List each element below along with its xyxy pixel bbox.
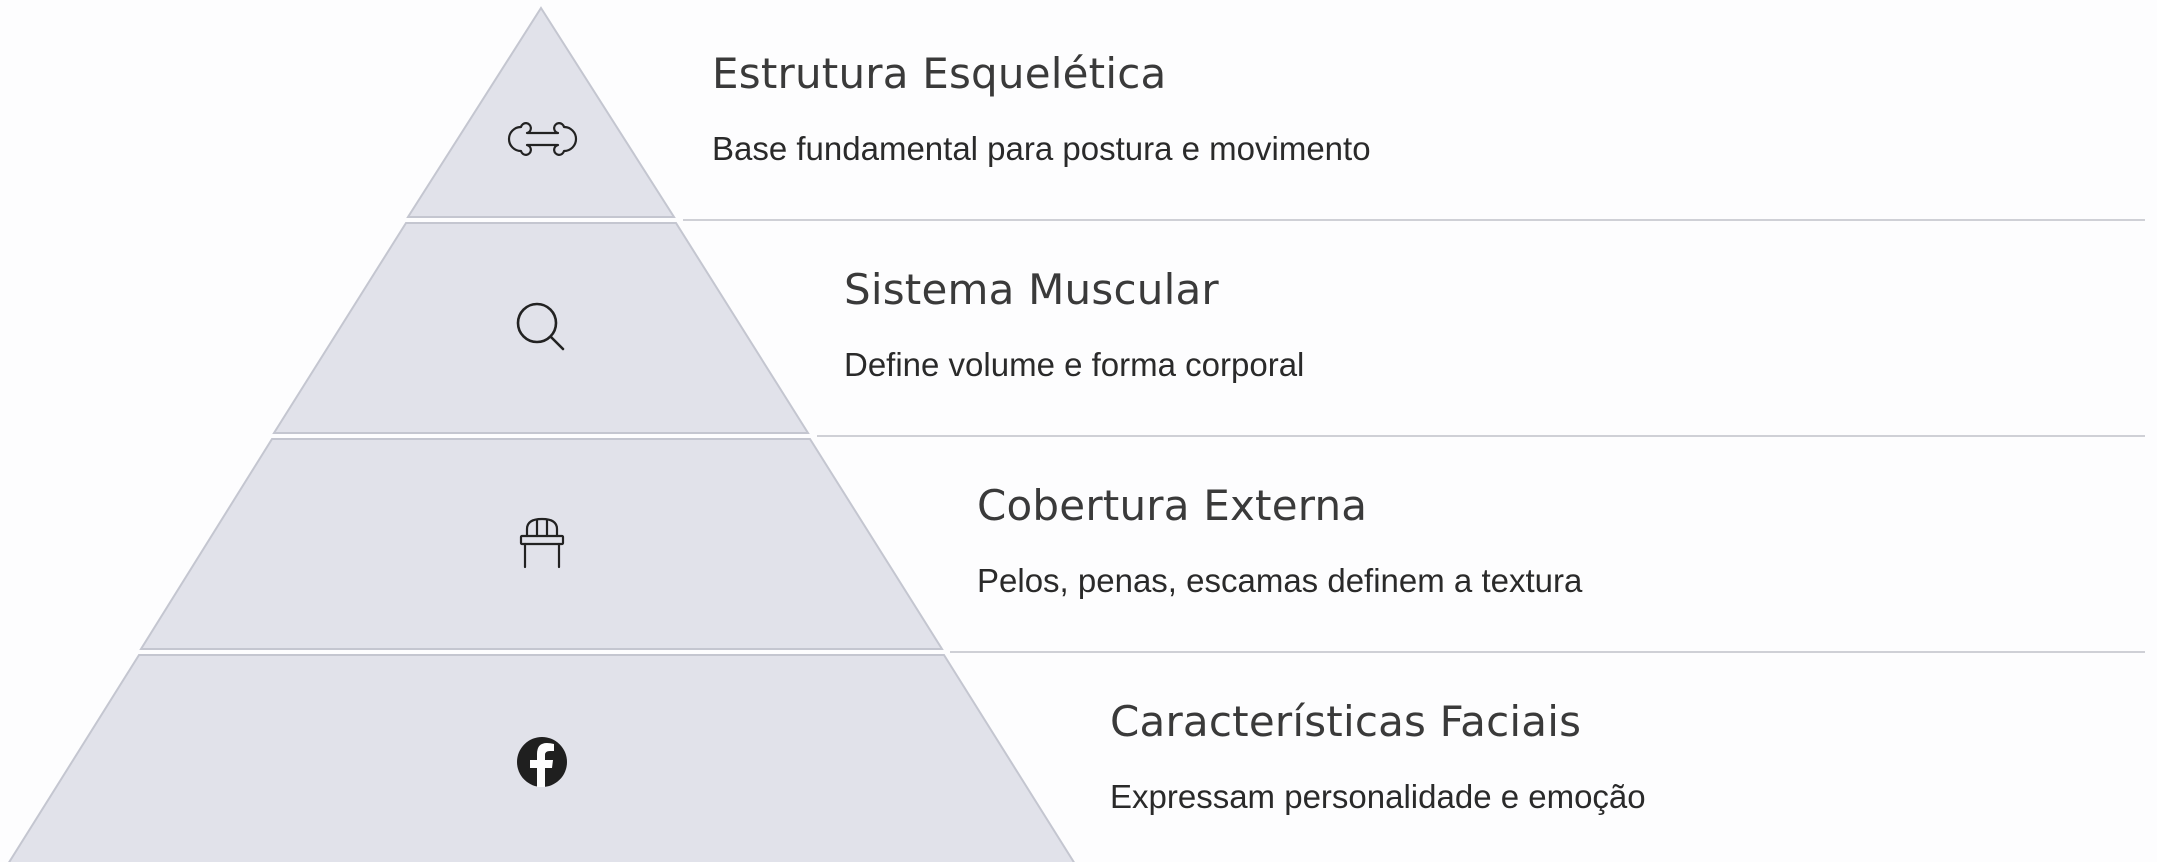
level-3-description: Pelos, penas, escamas definem a textura <box>977 562 1583 599</box>
level-1-description: Base fundamental para postura e moviment… <box>712 130 1371 167</box>
level-3-text: Cobertura Externa Pelos, penas, escamas … <box>977 481 1583 599</box>
level-4-text: Características Faciais Expressam person… <box>1110 697 1646 815</box>
pyramid-segment-2 <box>272 222 810 434</box>
magnifier-icon <box>516 302 565 351</box>
chair-icon <box>519 517 565 569</box>
facebook-icon <box>517 737 567 787</box>
level-4-title: Características Faciais <box>1110 697 1582 746</box>
level-3-title: Cobertura Externa <box>977 481 1368 530</box>
pyramid-segment-1 <box>406 6 676 218</box>
level-2-text: Sistema Muscular Define volume e forma c… <box>844 265 1305 383</box>
level-2-description: Define volume e forma corporal <box>844 346 1305 383</box>
bone-icon <box>507 122 578 156</box>
level-4-description: Expressam personalidade e emoção <box>1110 778 1646 815</box>
level-2-title: Sistema Muscular <box>844 265 1219 314</box>
level-1-text: Estrutura Esquelética Base fundamental p… <box>712 49 1371 167</box>
level-1-title: Estrutura Esquelética <box>712 49 1167 98</box>
